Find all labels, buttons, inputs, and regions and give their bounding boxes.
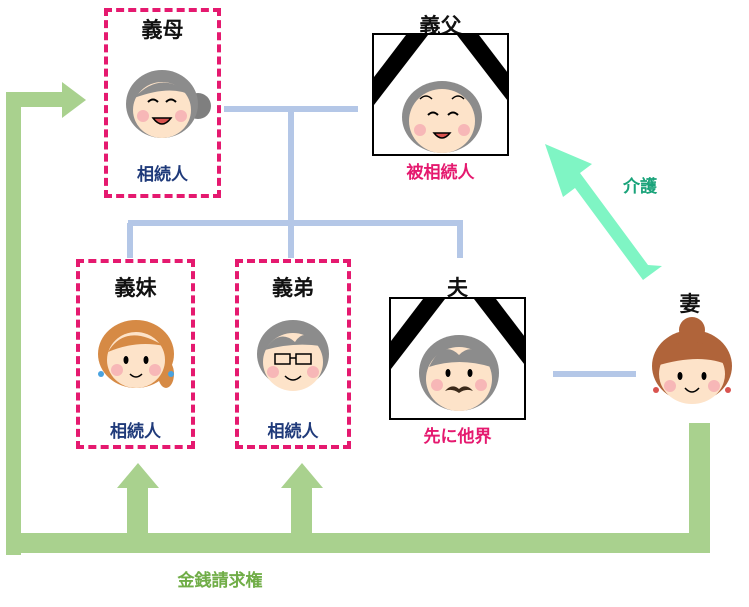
heir-box-mother-in-law <box>104 8 221 198</box>
mother-in-law-portrait <box>126 70 211 138</box>
claim-arrowhead-mother <box>62 82 86 118</box>
claim-branch-brother <box>291 486 312 536</box>
claim-branch-sister <box>127 486 148 536</box>
husband-role: 先に他界 <box>423 427 492 447</box>
monetary-claim-label: 金銭請求権 <box>177 571 263 591</box>
brother-in-law-name: 義弟 <box>272 276 314 300</box>
brother-in-law-role: 相続人 <box>267 422 319 442</box>
husband-portrait <box>391 299 524 411</box>
claim-path-left <box>6 92 21 555</box>
wife-name: 妻 <box>679 292 701 316</box>
sister-in-law-portrait <box>98 320 174 388</box>
sister-in-law-name: 義妹 <box>114 276 157 300</box>
wife-portrait <box>652 317 732 404</box>
claim-path-right <box>689 423 710 553</box>
father-in-law-role: 被相続人 <box>406 163 475 183</box>
mother-in-law-name: 義母 <box>141 18 184 42</box>
husband-portrait-frame <box>389 297 526 420</box>
claim-arrowhead-brother <box>281 463 323 488</box>
father-in-law-portrait <box>374 35 507 153</box>
claim-arrowhead-sister <box>117 463 159 488</box>
claim-branch-mother <box>6 92 64 107</box>
mourning-ribbon-left <box>391 299 445 369</box>
heir-box-sister-in-law <box>76 259 195 449</box>
father-in-law-portrait-frame <box>372 33 509 156</box>
sister-in-law-role: 相続人 <box>110 422 161 442</box>
care-label: 介護 <box>623 177 657 197</box>
care-arrow-shape <box>545 144 662 280</box>
husband-name: 夫 <box>447 276 468 300</box>
mother-in-law-role: 相続人 <box>137 165 188 185</box>
heir-box-brother-in-law <box>235 259 351 449</box>
brother-in-law-portrait <box>257 320 329 391</box>
mourning-ribbon-left <box>374 35 428 105</box>
claim-path-bottom <box>6 533 710 553</box>
